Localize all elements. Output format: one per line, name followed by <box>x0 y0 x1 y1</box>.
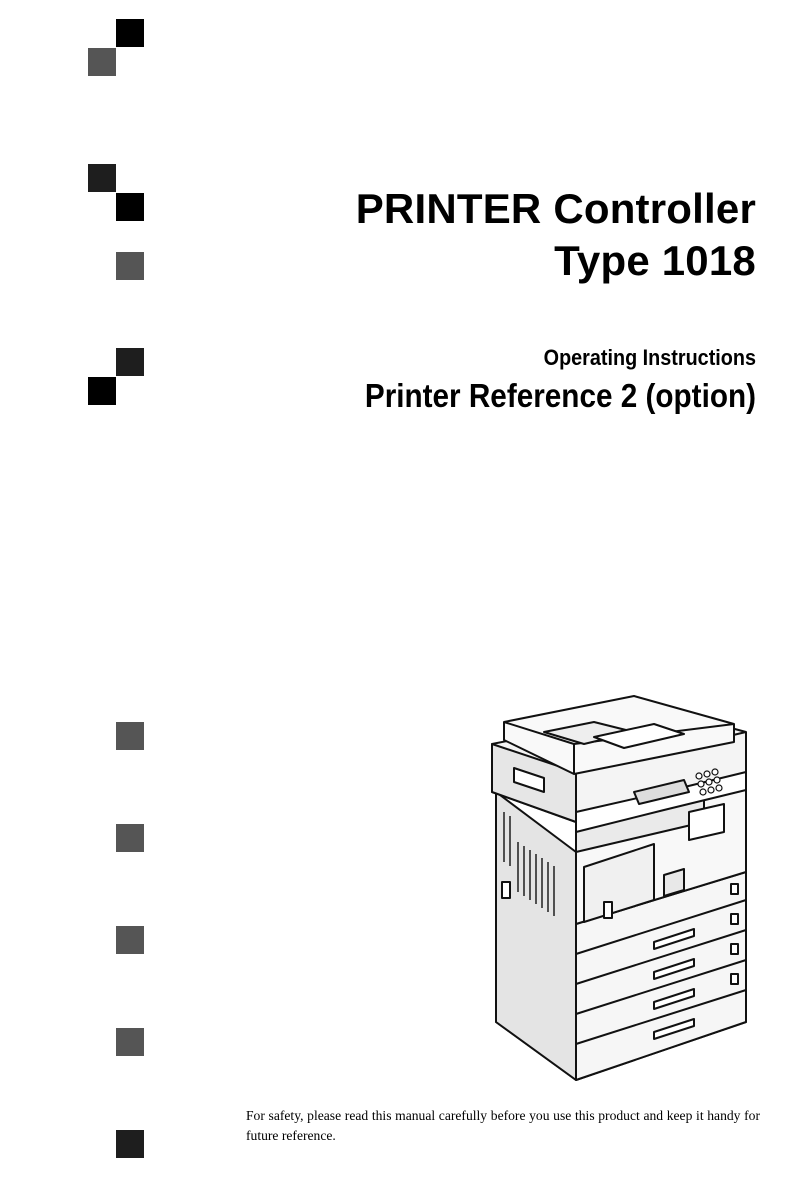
deco-square-7 <box>88 377 116 405</box>
deco-square-8 <box>116 722 144 750</box>
deco-square-12 <box>116 1130 144 1158</box>
subtitle-block: Operating Instructions Printer Reference… <box>156 342 756 418</box>
multifunction-printer-illustration-icon <box>491 695 747 1081</box>
deco-square-9 <box>116 824 144 852</box>
deco-square-4 <box>116 193 144 221</box>
manual-kind: Operating Instructions <box>543 345 756 370</box>
title-block: PRINTER Controller Type 1018 <box>156 183 756 287</box>
product-type: Type 1018 <box>554 237 756 284</box>
deco-square-2 <box>88 48 116 76</box>
deco-square-1 <box>116 19 144 47</box>
manual-title: Printer Reference 2 (option) <box>364 377 756 414</box>
deco-square-5 <box>116 252 144 280</box>
deco-square-11 <box>116 1028 144 1056</box>
deco-square-10 <box>116 926 144 954</box>
product-title: PRINTER Controller <box>355 185 756 232</box>
safety-note: For safety, please read this manual care… <box>246 1108 760 1143</box>
deco-square-3 <box>88 164 116 192</box>
deco-square-6 <box>116 348 144 376</box>
